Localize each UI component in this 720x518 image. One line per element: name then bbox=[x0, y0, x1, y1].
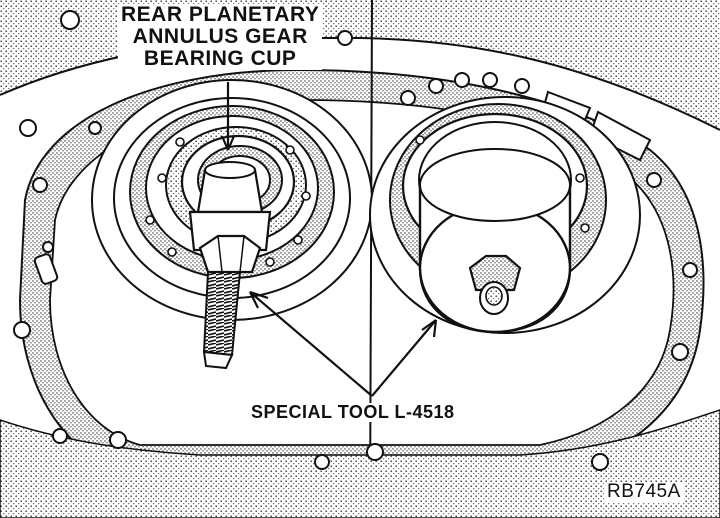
callout-line-3: BEARING CUP bbox=[143, 47, 297, 71]
bearing-cup-callout: REAR PLANETARY ANNULUS GEAR BEARING CUP bbox=[118, 3, 323, 71]
callout-leaders bbox=[220, 82, 438, 397]
case-bolt-holes bbox=[13, 10, 698, 471]
callout-line-2: ANNULUS GEAR bbox=[132, 25, 308, 49]
right-installer-assembly bbox=[369, 96, 641, 334]
left-bearing-assembly bbox=[91, 79, 373, 370]
special-tool-callout: SPECIAL TOOL L-4518 bbox=[248, 403, 458, 422]
case-slot bbox=[33, 253, 59, 285]
figure-id: RB745A bbox=[604, 482, 684, 502]
callout-line-1: REAR PLANETARY bbox=[121, 3, 320, 26]
